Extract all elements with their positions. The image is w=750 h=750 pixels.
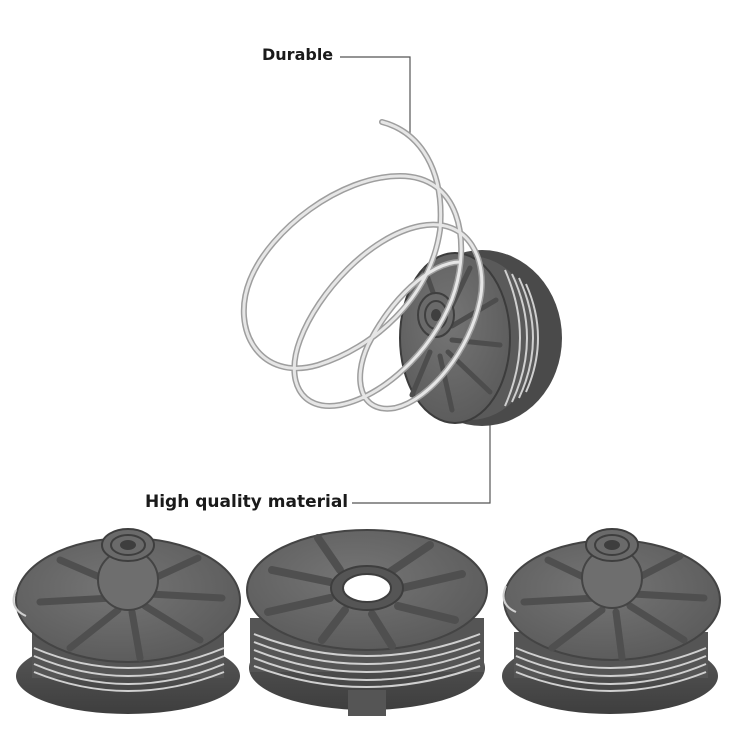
trimmer-line-coil xyxy=(240,119,485,412)
spool-center xyxy=(246,529,488,716)
hq-leader-line xyxy=(352,420,491,504)
spool-left xyxy=(12,528,241,714)
spool-right xyxy=(502,528,721,714)
durable-leader-line xyxy=(340,56,411,135)
leader-lines xyxy=(340,56,491,504)
high-quality-material-label: High quality material xyxy=(145,492,349,512)
center-hole xyxy=(342,573,392,603)
durable-label: Durable xyxy=(262,45,334,64)
